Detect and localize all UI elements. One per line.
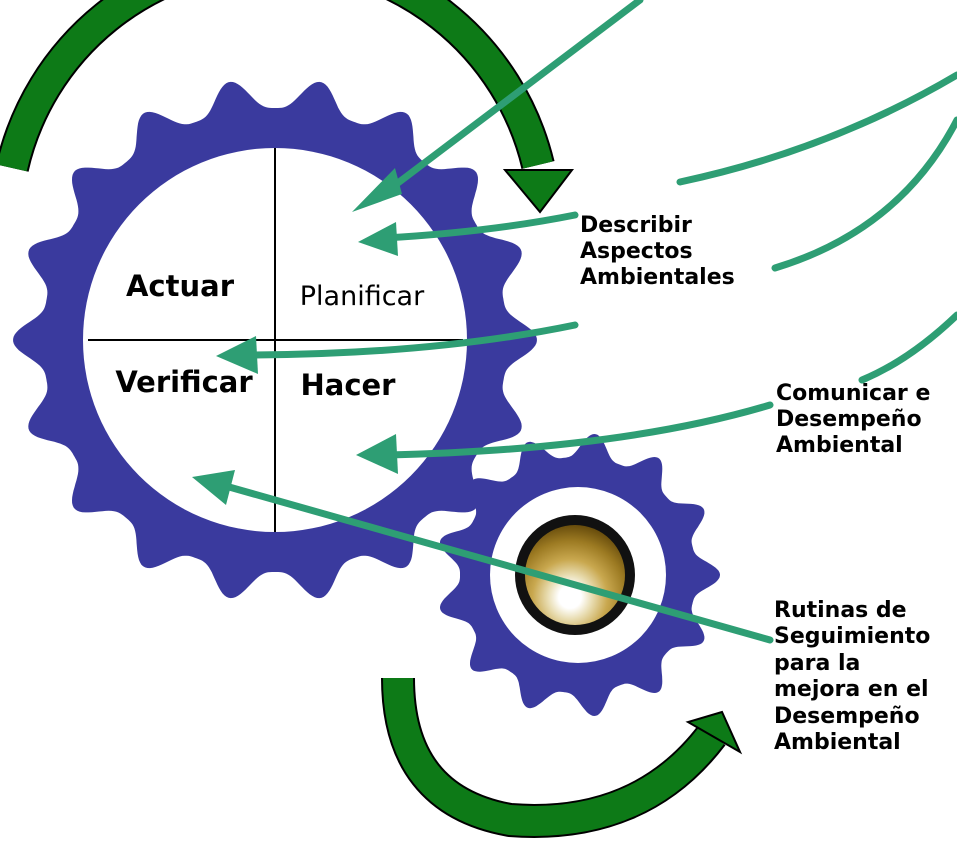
pointer-arrows xyxy=(211,0,957,644)
quadrant-planificar: Planificar xyxy=(300,281,425,312)
top-cycle-arrow xyxy=(0,0,575,214)
bottom-cycle-arrow xyxy=(381,677,743,838)
arrowhead-plan-1 xyxy=(352,168,402,212)
arrow-describe-to-verify xyxy=(236,321,579,359)
arrow-top-to-plan-1 xyxy=(374,0,644,202)
arrow-top-to-plan-2 xyxy=(676,71,957,186)
arrowhead-routines xyxy=(192,470,235,505)
arrowhead-verify xyxy=(216,336,258,374)
arrow-routines-to-verify xyxy=(211,479,774,644)
hub-gold xyxy=(525,525,625,625)
label-communicate-performance: Comunicar e Desempeño Ambiental xyxy=(776,381,931,458)
arrow-right-to-communicate xyxy=(858,311,957,384)
arrow-describe-to-plan xyxy=(381,211,579,242)
pointer-arrowheads xyxy=(192,168,402,505)
arrow-right-to-describe xyxy=(771,116,957,272)
quadrant-hacer: Hacer xyxy=(300,368,396,402)
quadrant-actuar: Actuar xyxy=(126,269,235,303)
arrowhead-plan-2 xyxy=(358,222,398,256)
label-describe-aspects: Describir Aspectos Ambientales xyxy=(580,213,735,290)
arrowhead-do xyxy=(356,434,398,474)
arrow-communicate-to-do xyxy=(381,401,774,459)
quadrant-verificar: Verificar xyxy=(115,365,253,399)
label-monitoring-routines: Rutinas de Seguimiento para la mejora en… xyxy=(774,598,931,755)
